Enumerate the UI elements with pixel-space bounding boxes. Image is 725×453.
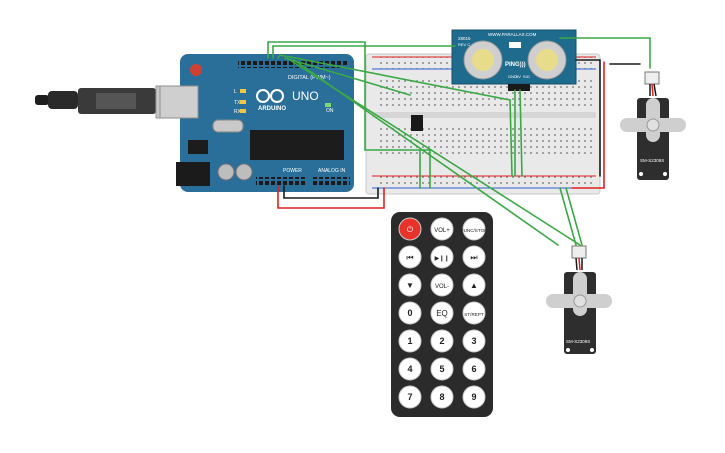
digit-7-button[interactable]: 7 [398,385,422,409]
ultrasonic-sensor[interactable]: WWW.PARALLAX.COM 28015 REV C PING))) GND… [451,29,577,91]
digital-label: DIGITAL (PWM~) [288,75,331,81]
vol-up-button-label: VOL+ [434,228,450,234]
tx-led [240,100,246,104]
wire-5v[interactable] [277,185,385,209]
power-label: POWER [283,168,302,174]
fast-forward-button-label: ⏭ [470,253,477,262]
on-label: ON [326,108,334,114]
digit-4-button-label: 4 [407,364,412,374]
digit-5-button-label: 5 [439,364,444,374]
analog-label: ANALOG IN [318,168,346,174]
wire-gnd[interactable] [283,185,379,199]
digit-9-button-label: 9 [471,392,476,402]
power-button[interactable]: ⏻ [398,217,422,241]
func-stop-button-label: FUNC/STOP [461,228,487,233]
digit-4-button[interactable]: 4 [398,357,422,381]
sensor-website: WWW.PARALLAX.COM [488,32,537,37]
power-header[interactable] [256,177,306,186]
vol-down-button-label: VOL- [435,284,449,290]
play-pause-button[interactable]: ▶❙❙ [430,245,454,269]
down-button[interactable]: ▼ [398,273,422,297]
down-button-label: ▼ [406,281,414,290]
digit-3-button-label: 3 [471,336,476,346]
servo-1[interactable]: SM-S2309S [620,71,686,180]
rx-label: RX [234,109,242,115]
tx-label: TX [234,100,241,106]
digit-7-button-label: 7 [407,392,412,402]
rewind-button-label: ⏮ [406,253,413,262]
wire-trig[interactable] [277,54,513,177]
l-led-label: L [234,89,237,95]
servo-2[interactable]: SM-S2309S [546,245,612,354]
servo-2-label: SM-S2309S [566,339,590,344]
digit-8-button-label: 8 [439,392,444,402]
digit-6-button[interactable]: 6 [462,357,486,381]
digit-0-button[interactable]: 0 [398,301,422,325]
st-rept-button[interactable]: ST/REPT [462,301,486,325]
capacitor-1 [217,163,235,181]
vol-down-button[interactable]: VOL- [430,273,454,297]
sensor-pin-header[interactable] [508,84,530,91]
arduino-board[interactable]: DIGITAL (PWM~) L TX RX ARDUINO UNO ON PO… [159,54,354,192]
servo-1-label: SM-S2309S [640,158,664,163]
digit-8-button[interactable]: 8 [430,385,454,409]
wires [267,37,651,246]
sensor-rev-sub: REV C [458,42,470,47]
up-button[interactable]: ▲ [462,273,486,297]
pin-sig-label: SIG [523,74,530,79]
center-channel [372,112,596,118]
arduino-brand: ARDUINO [258,106,286,112]
digit-0-button-label: 0 [407,308,412,318]
sensor-rev: 28015 [458,36,471,41]
play-pause-button-label: ▶❙❙ [435,255,450,262]
func-stop-button[interactable]: FUNC/STOP [461,217,487,241]
wire-servo-2-signal[interactable] [284,57,411,96]
digital-header[interactable] [238,59,348,68]
vol-up-button[interactable]: VOL+ [430,217,454,241]
rewind-button[interactable]: ⏮ [398,245,422,269]
l-led [240,89,246,93]
eq-button[interactable]: EQ [430,301,454,325]
sensor-model: PING))) [505,62,526,68]
fast-forward-button[interactable]: ⏭ [462,245,486,269]
up-button-label: ▲ [470,281,478,290]
digit-6-button-label: 6 [471,364,476,374]
digit-5-button[interactable]: 5 [430,357,454,381]
ir-receiver[interactable] [411,115,423,131]
pin-5v-label: 5V [516,74,521,79]
digit-2-button-label: 2 [439,336,444,346]
bottom-power-rail[interactable] [376,176,592,188]
power-button-label: ⏻ [407,225,414,234]
rx-led [240,109,246,113]
digit-3-button[interactable]: 3 [462,329,486,353]
sensor-led [509,42,521,48]
arduino-model: UNO [292,89,319,103]
wire-servo-2-ground[interactable] [575,59,601,177]
digit-1-button[interactable]: 1 [398,329,422,353]
ir-remote[interactable]: ⏻ VOL+ FUNC/STOP ⏮ ▶❙❙ ⏭ ▼ VOL- ▲ 0 EQ ST/REPT 1 2 3 4 5… [391,212,493,417]
on-led [325,103,331,107]
eq-button-label: EQ [436,309,448,318]
wire-ir-signal[interactable] [267,41,431,151]
regulator [188,140,208,154]
arduino-logo-icon [256,89,284,103]
reset-button[interactable] [190,64,202,76]
st-rept-button-label: ST/REPT [464,312,484,317]
analog-header[interactable] [312,177,350,186]
capacitor-2 [235,163,253,181]
atmega-chip [250,130,344,160]
crystal [212,119,244,133]
wire-echo[interactable] [272,45,456,59]
digit-1-button-label: 1 [407,336,412,346]
wire-servo-1-ground[interactable] [293,59,559,246]
pin-gnd-label: GND [508,74,517,79]
remote-button-grid: ⏻ VOL+ FUNC/STOP ⏮ ▶❙❙ ⏭ ▼ VOL- ▲ 0 EQ ST/REPT 1 2 3 4 5… [398,217,487,409]
digit-2-button[interactable]: 2 [430,329,454,353]
digit-9-button[interactable]: 9 [462,385,486,409]
wire-servo-2-power[interactable] [571,61,605,189]
